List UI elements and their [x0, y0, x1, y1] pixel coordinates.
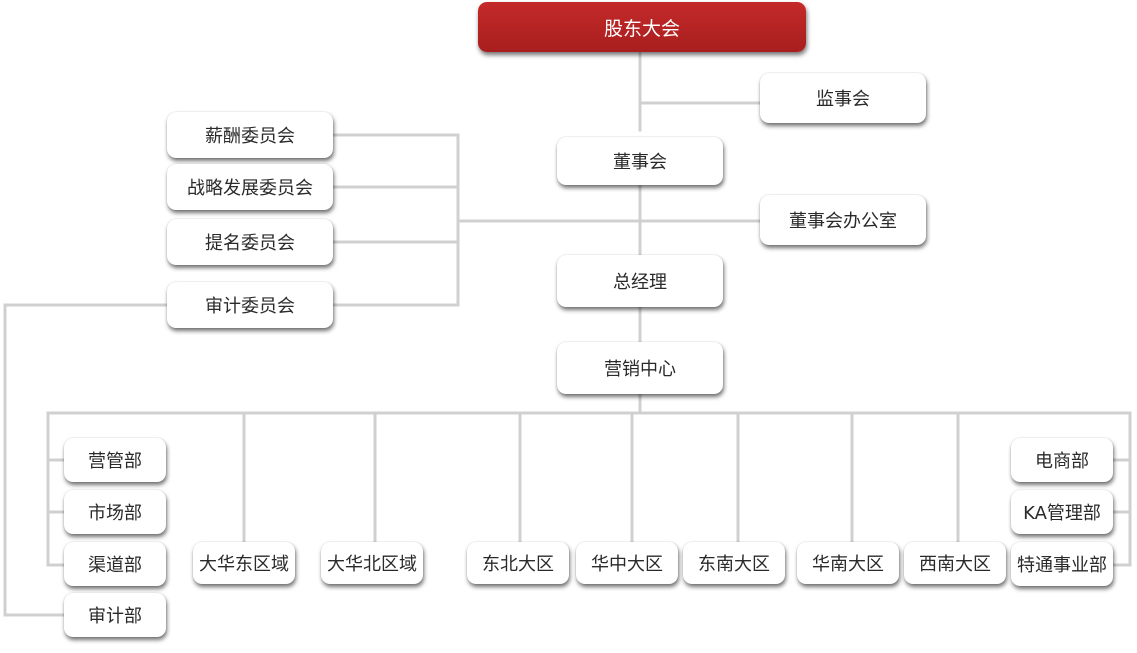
department-node[interactable]: 电商部 — [1011, 438, 1113, 482]
department-node[interactable]: KA管理部 — [1011, 490, 1113, 534]
board-of-directors-node[interactable]: 董事会 — [557, 137, 723, 185]
committee-node[interactable]: 提名委员会 — [167, 219, 333, 265]
board-office-node[interactable]: 董事会办公室 — [760, 195, 926, 245]
region-node[interactable]: 西南大区 — [904, 542, 1006, 584]
committee-node[interactable]: 薪酬委员会 — [167, 112, 333, 158]
department-node[interactable]: 营管部 — [64, 438, 166, 482]
region-node[interactable]: 东北大区 — [467, 542, 569, 584]
region-node[interactable]: 华南大区 — [797, 542, 899, 584]
region-node[interactable]: 大华东区域 — [193, 542, 295, 584]
shareholders-meeting-node[interactable]: 股东大会 — [478, 2, 806, 52]
supervisory-board-node[interactable]: 监事会 — [760, 73, 926, 123]
marketing-center-node[interactable]: 营销中心 — [557, 342, 723, 394]
general-manager-node[interactable]: 总经理 — [557, 255, 723, 307]
committee-node[interactable]: 战略发展委员会 — [167, 164, 333, 210]
region-node[interactable]: 大华北区域 — [321, 542, 423, 584]
committee-node[interactable]: 审计委员会 — [167, 282, 333, 328]
department-node[interactable]: 渠道部 — [64, 542, 166, 586]
department-node[interactable]: 特通事业部 — [1011, 542, 1113, 586]
region-node[interactable]: 华中大区 — [576, 542, 678, 584]
region-node[interactable]: 东南大区 — [683, 542, 785, 584]
audit-department-node[interactable]: 审计部 — [64, 593, 166, 637]
department-node[interactable]: 市场部 — [64, 490, 166, 534]
